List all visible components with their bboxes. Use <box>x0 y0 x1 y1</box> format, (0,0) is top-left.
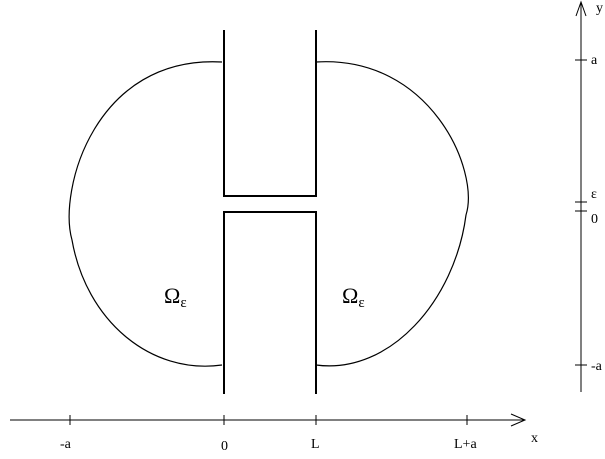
region-left-symbol: Ω <box>164 283 180 308</box>
region-label-right: Ωε <box>342 283 365 311</box>
region-left-subscript: ε <box>180 295 186 311</box>
region-right-subscript: ε <box>358 295 364 311</box>
x-axis-arrowhead <box>510 413 527 427</box>
upper-channel-wall <box>223 30 317 197</box>
left-cavity-outline <box>68 61 223 367</box>
y-tick-label-epsilon: ε <box>591 187 597 202</box>
right-cavity-outline <box>315 61 469 367</box>
region-right-symbol: Ω <box>342 283 358 308</box>
lower-channel-wall <box>223 211 317 394</box>
region-label-left: Ωε <box>164 283 187 311</box>
y-axis-arrowhead <box>575 0 587 17</box>
y-tick-label-a: a <box>591 53 598 68</box>
x-axis-label: x <box>531 431 538 446</box>
x-tick-label-minus-a: -a <box>60 437 72 452</box>
y-tick-label-minus-a: -a <box>591 359 603 374</box>
x-tick-label-L: L <box>311 437 320 452</box>
y-tick-label-zero: 0 <box>591 212 598 227</box>
x-tick-label-L-plus-a: L+a <box>454 437 477 452</box>
x-tick-label-zero: 0 <box>221 439 228 454</box>
y-axis-label: y <box>596 1 603 16</box>
